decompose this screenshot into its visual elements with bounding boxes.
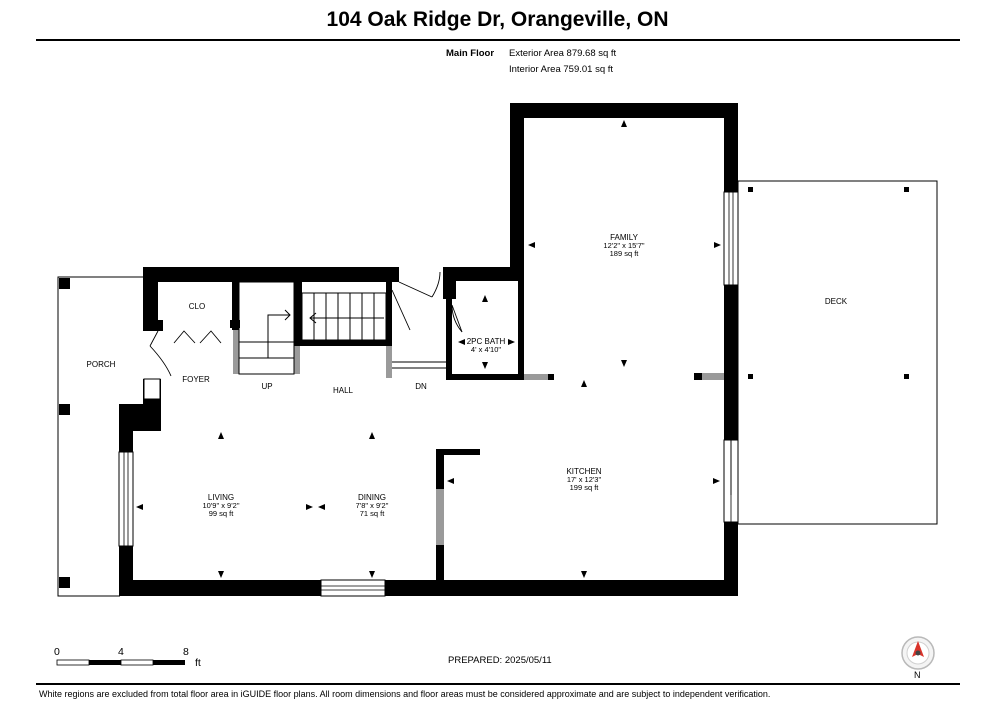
room-name-living: LIVING xyxy=(208,493,234,502)
interior-walls xyxy=(143,281,724,580)
room-name-kitchen: KITCHEN xyxy=(566,467,601,476)
compass-icon xyxy=(901,636,935,670)
room-area-family: 189 sq ft xyxy=(610,249,640,258)
room-dims-living: 10'9" x 9'2" xyxy=(203,501,240,510)
camera-markers xyxy=(136,120,721,578)
room-name-deck: DECK xyxy=(825,297,848,306)
disclaimer: White regions are excluded from total fl… xyxy=(39,689,771,699)
scale-bar xyxy=(56,659,185,666)
room-name-family: FAMILY xyxy=(610,233,639,242)
porch-outline xyxy=(57,276,143,597)
floor-name: Main Floor xyxy=(446,48,495,59)
exterior-walls xyxy=(119,103,738,596)
room-name-bath: 2PC BATH xyxy=(467,337,506,346)
room-area-kitchen: 199 sq ft xyxy=(570,483,600,492)
room-name-hall: HALL xyxy=(333,386,354,395)
doors xyxy=(149,271,732,495)
room-dims-kitchen: 17' x 12'3" xyxy=(567,475,602,484)
footer-divider xyxy=(36,683,960,685)
exterior-area: Exterior Area 879.68 sq ft xyxy=(509,48,617,59)
room-name-dining: DINING xyxy=(358,493,386,502)
room-name-porch: PORCH xyxy=(87,360,116,369)
partial-walls xyxy=(233,330,724,545)
prepared-date: PREPARED: 2025/05/11 xyxy=(448,655,552,666)
room-name-clo: CLO xyxy=(189,302,205,311)
room-name-foyer: FOYER xyxy=(182,375,210,384)
room-area-living: 99 sq ft xyxy=(209,509,235,518)
deck-outline xyxy=(737,180,938,525)
scale-label-4: 4 xyxy=(118,646,124,658)
room-dims-dining: 7'8" x 9'2" xyxy=(356,501,389,510)
scale-unit: ft xyxy=(195,657,201,669)
stair-label-dn: DN xyxy=(415,382,427,391)
page-title: 104 Oak Ridge Dr, Orangeville, ON xyxy=(326,8,669,31)
stair-label-up: UP xyxy=(261,382,272,391)
scale-label-0: 0 xyxy=(54,646,60,658)
deck-posts xyxy=(748,187,909,379)
interior-area: Interior Area 759.01 sq ft xyxy=(509,64,614,75)
stairs xyxy=(238,281,446,375)
title-divider xyxy=(36,39,960,41)
compass-label: N xyxy=(914,670,921,680)
room-dims-family: 12'2" x 15'7" xyxy=(603,241,644,250)
windows xyxy=(118,191,739,597)
room-dims-bath: 4' x 4'10" xyxy=(471,345,501,354)
scale-label-8: 8 xyxy=(183,646,189,658)
room-area-dining: 71 sq ft xyxy=(360,509,386,518)
